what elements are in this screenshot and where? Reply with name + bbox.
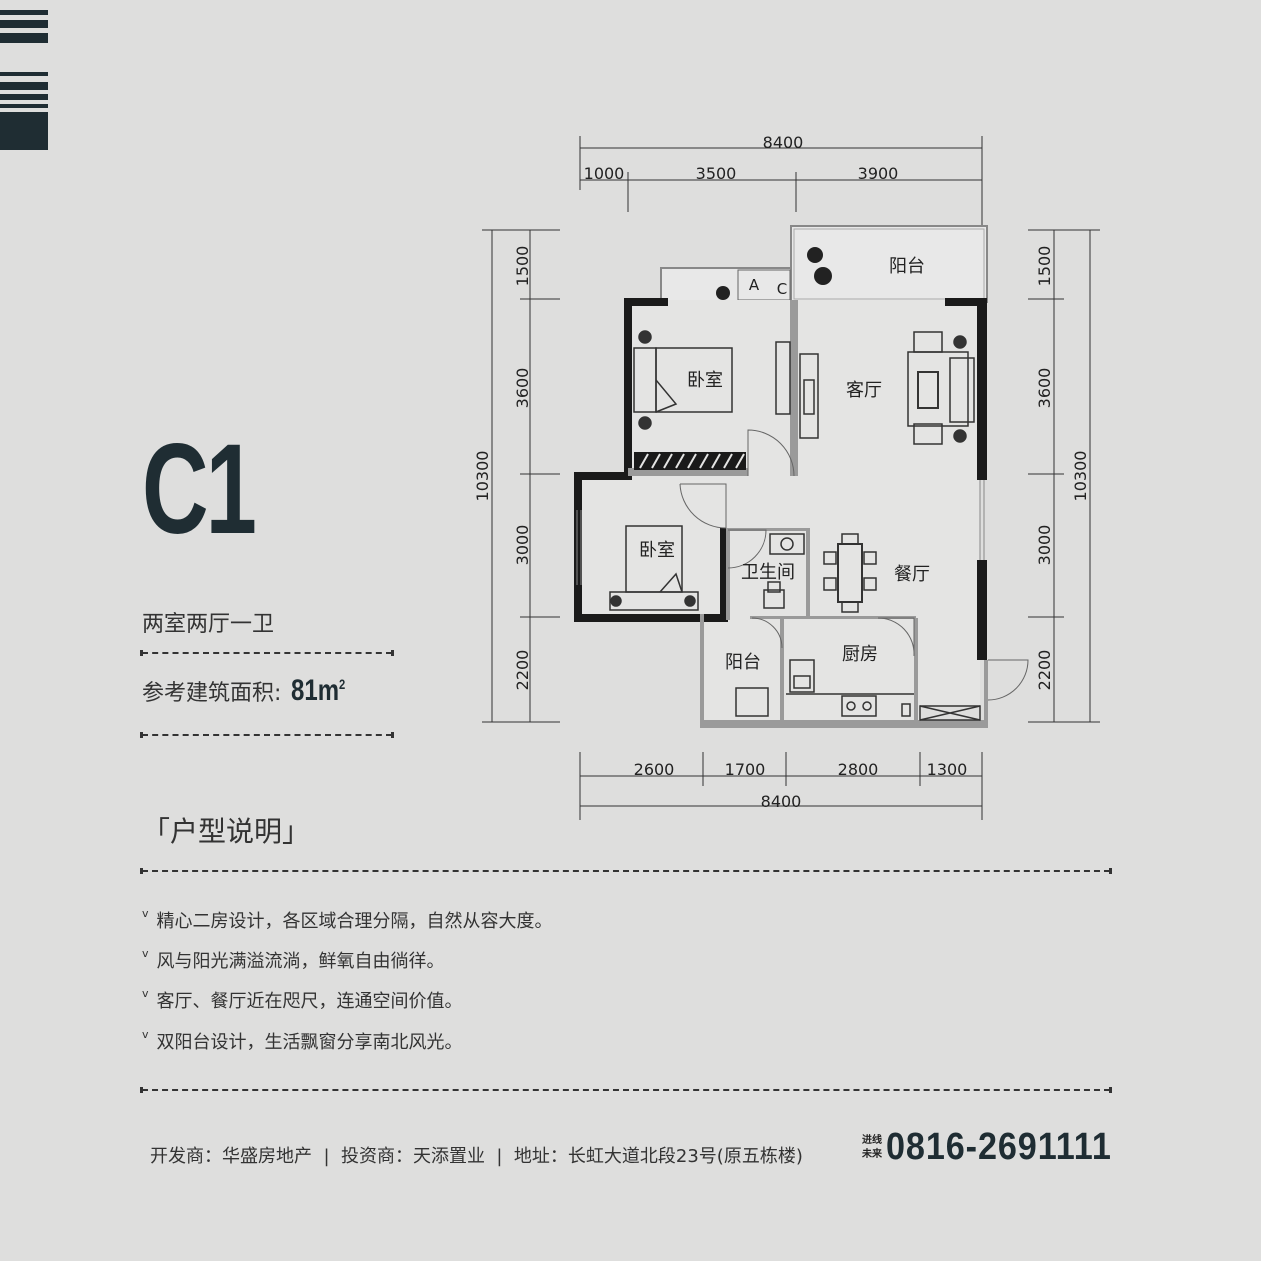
phone-number: 0816-2691111	[886, 1126, 1112, 1168]
check-icon: v	[142, 987, 149, 1000]
dim-bottom-2: 1700	[725, 760, 766, 779]
dim-right-3: 3000	[1035, 525, 1054, 566]
divider	[140, 868, 1112, 874]
area-value: 81m2	[291, 674, 346, 707]
dim-bottom-3: 2800	[838, 760, 879, 779]
divider	[140, 1087, 1112, 1093]
dim-bottom-4: 1300	[927, 760, 968, 779]
floor-plan: 8400 1000 3500 3900 2600 1700 2800 1300 …	[473, 133, 1100, 820]
room-bedroom-master: 卧室	[687, 370, 723, 391]
unit-code: C1	[142, 418, 257, 561]
feature-item: v 客厅、餐厅近在咫尺，连通空间价值。	[142, 987, 463, 1013]
check-icon: v	[142, 907, 149, 920]
dim-bottom-1: 2600	[634, 760, 675, 779]
room-living: 客厅	[846, 380, 882, 401]
dim-left-3: 3000	[513, 525, 532, 566]
logo-stripes	[0, 10, 48, 150]
dim-right-2: 3600	[1035, 368, 1054, 409]
room-kitchen: 厨房	[842, 644, 878, 665]
divider	[140, 732, 394, 738]
dim-bottom-total: 8400	[761, 792, 802, 811]
dim-left-1: 1500	[513, 246, 532, 287]
feature-text: 精心二房设计，各区域合理分隔，自然从容大度。	[156, 911, 553, 932]
description-heading: 「户型说明」	[142, 815, 311, 848]
dim-left-total: 10300	[473, 451, 492, 502]
dim-right-total: 10300	[1071, 451, 1090, 502]
check-icon: v	[142, 947, 149, 960]
area-label: 参考建筑面积:	[142, 681, 282, 706]
feature-item: v 风与阳光满溢流淌，鲜氧自由徜徉。	[142, 947, 445, 973]
feature-text: 双阳台设计，生活飘窗分享南北风光。	[156, 1032, 463, 1053]
room-bathroom: 卫生间	[741, 562, 795, 583]
dim-right-4: 2200	[1035, 650, 1054, 691]
feature-item: v 双阳台设计，生活飘窗分享南北风光。	[142, 1028, 463, 1054]
dim-top-total: 8400	[763, 133, 804, 152]
feature-item: v 精心二房设计，各区域合理分隔，自然从容大度。	[142, 907, 553, 933]
dim-top-3: 3900	[858, 164, 899, 183]
ac-label-c: C	[777, 280, 787, 298]
room-bedroom-second: 卧室	[639, 540, 675, 561]
area-row: 参考建筑面积: 81m2	[142, 674, 359, 708]
dim-top-2: 3500	[696, 164, 737, 183]
divider	[140, 650, 394, 656]
room-balcony-south: 阳台	[725, 652, 761, 673]
dim-left-4: 2200	[513, 650, 532, 691]
room-balcony-north: 阳台	[889, 256, 925, 277]
dim-left-2: 3600	[513, 368, 532, 409]
check-icon: v	[142, 1028, 149, 1041]
ac-label-a: A	[749, 276, 760, 294]
dim-top-1: 1000	[584, 164, 625, 183]
feature-text: 风与阳光满溢流淌，鲜氧自由徜徉。	[156, 951, 445, 972]
dim-right-1: 1500	[1035, 246, 1054, 287]
phone-label: 进线未来	[862, 1135, 882, 1160]
footer-info: 开发商：华盛房地产 | 投资商：天添置业 | 地址：长虹大道北段23号(原五栋楼…	[150, 1146, 803, 1167]
layout-type: 两室两厅一卫	[142, 612, 275, 637]
room-dining: 餐厅	[894, 564, 930, 585]
feature-text: 客厅、餐厅近在咫尺，连通空间价值。	[156, 991, 463, 1012]
